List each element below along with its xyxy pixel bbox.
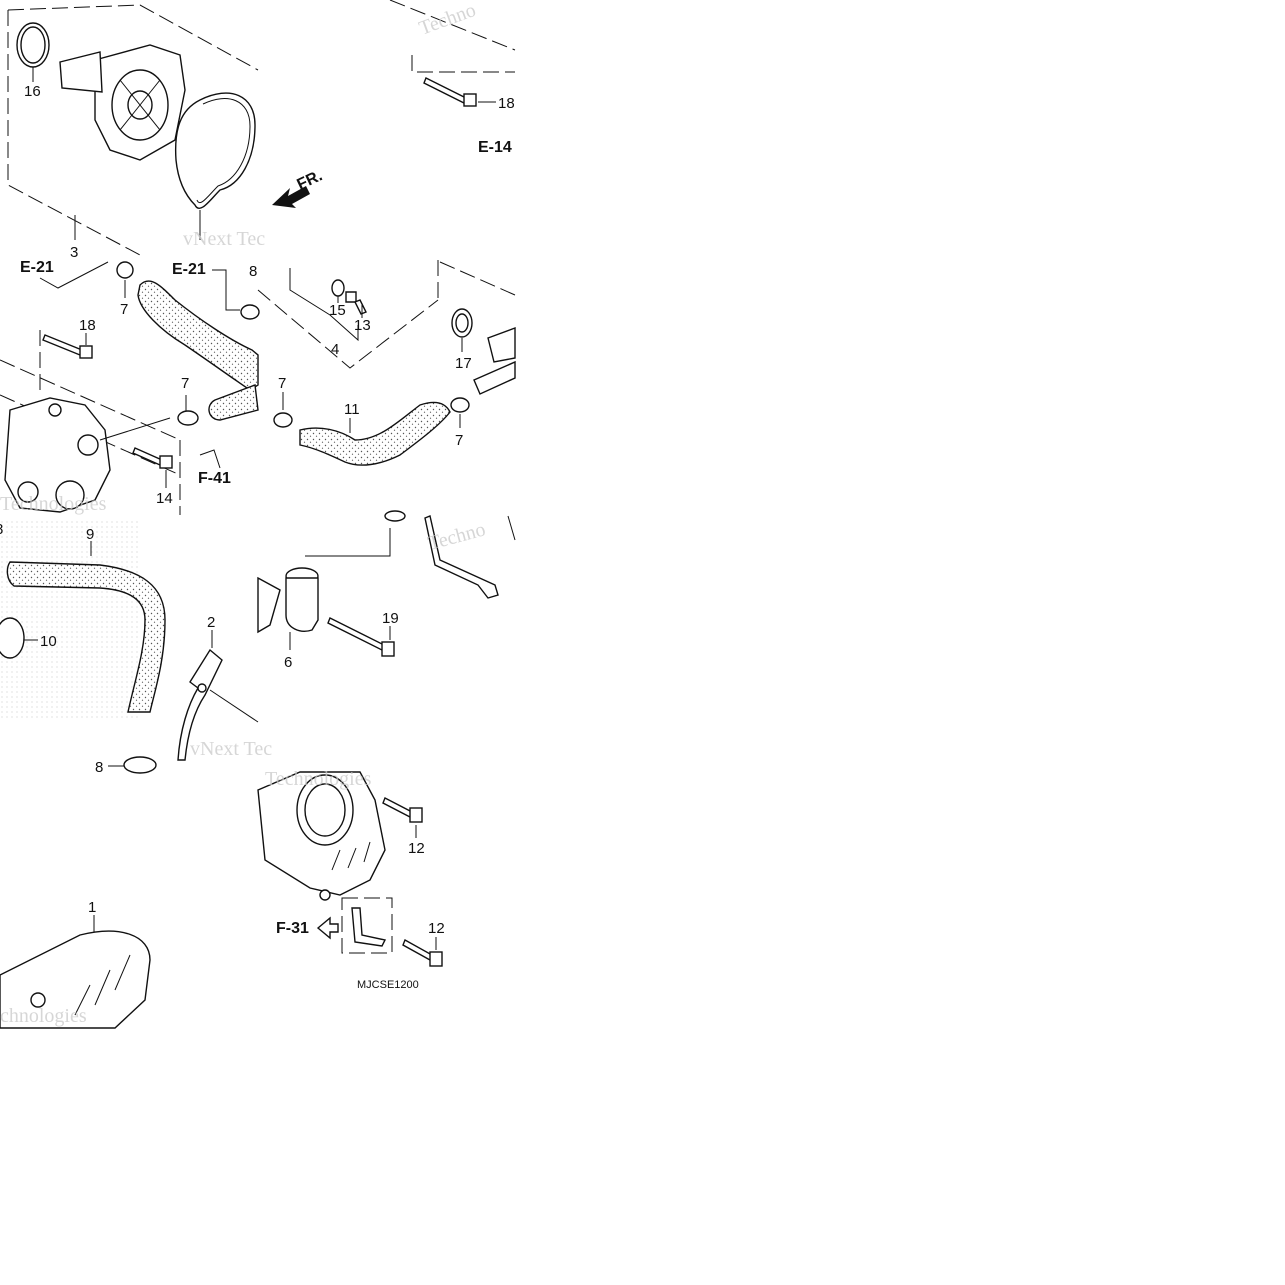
label-7-a: 7 (120, 301, 128, 318)
diagram-code: MJCSE1200 (357, 979, 419, 991)
ref-e21-center: E-21 (172, 261, 206, 278)
ref-e21-left: E-21 (20, 259, 54, 276)
label-12-a: 12 (408, 840, 425, 857)
bolt-12-top (382, 797, 423, 838)
ref-f31: F-31 (276, 920, 309, 937)
water-pump-body (59, 44, 186, 161)
clamp-7-mid (177, 395, 199, 426)
panel-bolt-e14: 18 E-14 FR. Techno (272, 0, 516, 208)
front-marker: FR. (295, 167, 326, 193)
watermark: Technologies (265, 768, 372, 790)
panel-water-pump: 16 3 vNext Tec (7, 4, 265, 261)
seal-17 (451, 308, 473, 352)
label-10: 10 (40, 633, 57, 650)
label-7-d: 7 (455, 432, 463, 449)
label-15: 15 (329, 302, 346, 319)
label-18-top: 18 (498, 95, 515, 112)
thermostat-housing (4, 397, 171, 513)
label-13: 13 (354, 317, 371, 334)
bolt-13 (345, 291, 367, 318)
pipe-6 (257, 567, 319, 650)
watermark: Techno (426, 518, 488, 554)
panel-hose-11: 15 13 4 17 7 11 7 (257, 260, 516, 466)
bolt-18-mid (42, 333, 93, 359)
label-9: 9 (86, 526, 94, 543)
watermark: vNext Tec (183, 228, 265, 250)
cover-1 (0, 930, 151, 1029)
bracket-2 (177, 648, 223, 761)
panel-cover-1: 1 chnologies (0, 899, 151, 1029)
side-cover (257, 771, 386, 901)
bolt-12-bottom (402, 937, 443, 967)
panel-pipe-6: 6 19 Techno (257, 510, 516, 671)
label-8-b: 8 (95, 759, 103, 776)
ref-e14: E-14 (478, 139, 512, 156)
bracket-detail-box (341, 897, 393, 954)
label-8-edge: 8 (0, 521, 3, 538)
label-4: 4 (331, 341, 339, 358)
label-12-b: 12 (428, 920, 445, 937)
label-19: 19 (382, 610, 399, 627)
watermark: vNext Tec (190, 738, 272, 760)
outline-arrow (316, 916, 339, 940)
bolt-19 (327, 617, 395, 657)
label-14: 14 (156, 490, 173, 507)
clamp-8-bottom (108, 756, 157, 774)
washer-15 (331, 279, 345, 303)
clamp-7-top (116, 261, 134, 298)
label-6: 6 (284, 654, 292, 671)
label-8-a: 8 (249, 263, 257, 280)
watermark: Technologies (0, 493, 107, 515)
bolt-18 (423, 77, 496, 107)
label-11: 11 (344, 401, 360, 418)
label-1: 1 (88, 899, 96, 916)
label-3: 3 (70, 244, 78, 261)
label-16: 16 (24, 83, 41, 100)
panel-hose-housing: E-21 7 E-21 8 18 (0, 259, 260, 515)
clamp-7-left (273, 392, 293, 428)
watermark: Techno (416, 0, 479, 40)
o-ring-small (16, 22, 50, 82)
panel-hose-9: 8 9 10 2 8 vNext Tec (0, 520, 272, 776)
label-2: 2 (207, 614, 215, 631)
label-7-c: 7 (278, 375, 286, 392)
bolt-14 (132, 447, 173, 488)
label-7-b: 7 (181, 375, 189, 392)
ref-f41: F-41 (198, 470, 231, 487)
label-17: 17 (455, 355, 472, 372)
o-ring-large (174, 92, 256, 240)
panel-cover-12: 12 12 F-31 MJCSE1200 Technologies (257, 768, 445, 991)
front-arrow: FR. (272, 167, 325, 208)
watermark: chnologies (0, 1005, 87, 1027)
label-18-mid: 18 (79, 317, 96, 334)
clamp-7-right (450, 397, 470, 428)
